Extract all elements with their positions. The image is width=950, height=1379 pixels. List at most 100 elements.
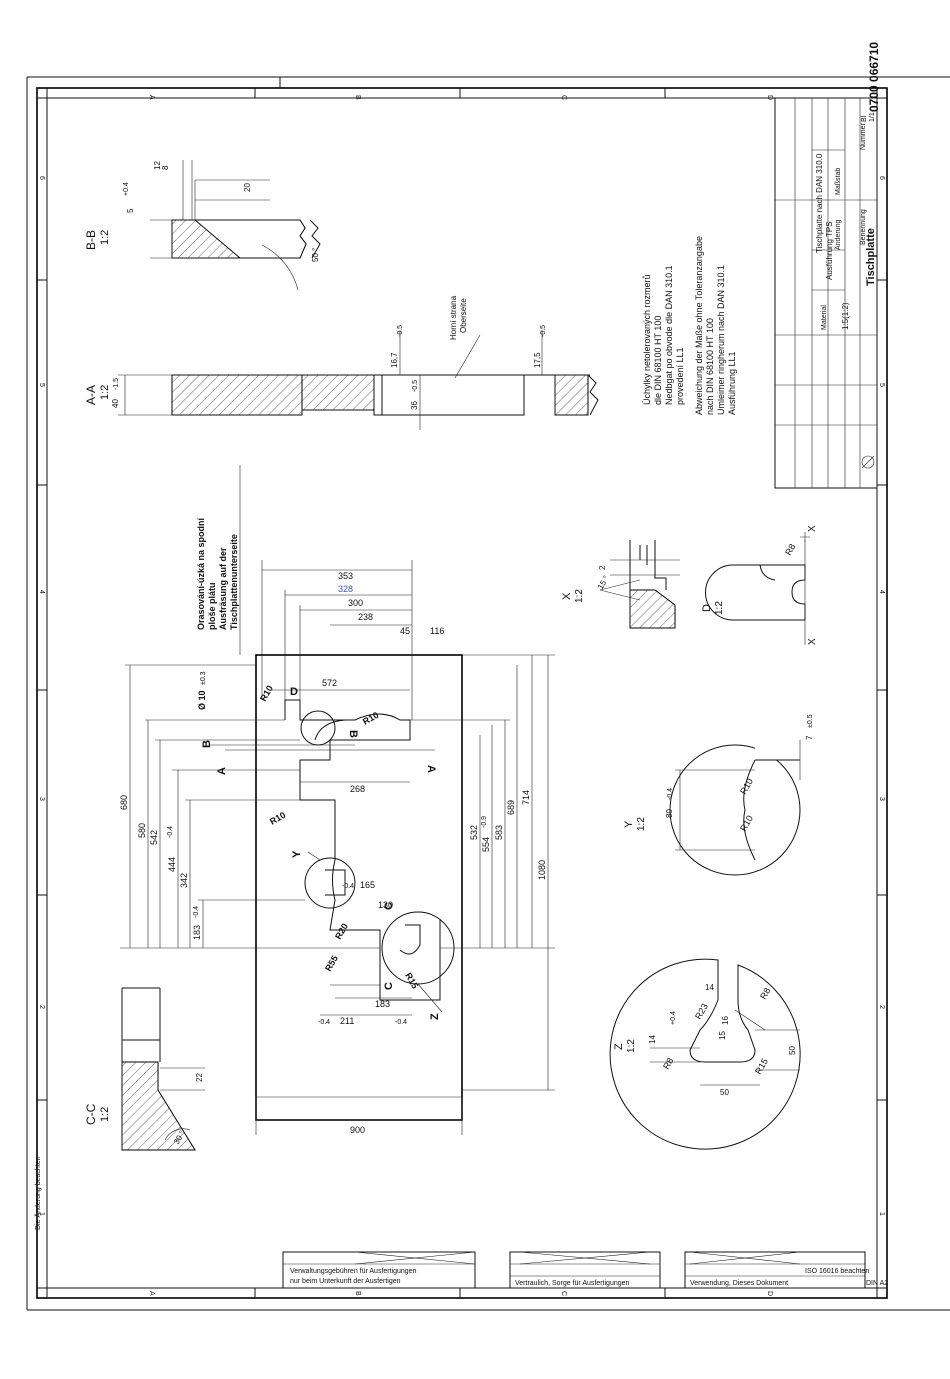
detail-z-r23: R23 [693,1002,710,1021]
dim-1080: 1080 [537,860,547,880]
section-aa-thickness: 40 [111,399,120,408]
section-aa-tol-a: -0.5 [397,325,404,337]
dim-714: 714 [521,790,531,805]
section-bb-dim-b: 8 [161,165,170,170]
part-execution: Ausführung TPS [825,221,834,280]
dim-183-bottom: 183 [375,999,390,1009]
detail-z-dim-14a: 14 [648,1035,657,1044]
milling-label-de-2: Tischplattenunterseite [229,534,239,630]
section-bb-tol: +0.4 [123,182,130,196]
note-cz-2: dle DIN 68100 HT 100 [653,316,663,405]
dim-300: 300 [348,598,363,608]
zone-letter-a: A [148,95,155,100]
detail-z-r8b: R8 [758,986,772,1001]
section-aa-tol-c: -0.5 [540,325,547,337]
detail-y: Y 1:2 80 -0.4 7 ±0.5 R10 R10 [623,714,815,876]
note-de-1: Abweichung der Maße ohne Toleranzangabe [694,236,704,415]
section-aa-tol-b: -0.5 [412,380,419,392]
radius-r15: R15 [403,971,420,990]
zone-number-4-right: 4 [878,590,885,594]
detail-marker-y: Y [291,850,303,858]
main-view: 353 328 300 238 45 116 572 680 580 542 4… [119,465,555,1135]
section-bb-title: B-B [84,230,98,250]
section-aa-dim-175: 17,5 [533,352,542,368]
number-label: Nummer [860,122,867,150]
scale-label: Maßstab [835,168,842,195]
tol-right: -0.9 [481,816,488,828]
name-label: Benennung [860,209,867,245]
dim-900: 900 [350,1125,365,1135]
section-aa: A-A 1:2 40 -1.5 16,7 -0.5 36 -0.5 17,5 -… [84,295,599,430]
milled-pocket [284,699,441,1001]
detail-d-marker-bottom: X [807,638,818,645]
sheet-number: 1/1 [869,112,876,122]
dim-211: 211 [340,1016,354,1026]
note-cz-1: Úchylky netolerovaných rozmerů [642,274,652,405]
footer-box2: Vertraulich, Sorge für Ausfertigungen [515,1280,630,1287]
dim-532: 532 [469,825,479,840]
zone-letter-d-bottom: D [766,1291,773,1296]
zone-letter-b: B [354,95,361,100]
footer-iso: ISO 16016 beachten [805,1268,869,1275]
zone-number-1: 1 [38,1212,45,1216]
detail-x-scale: 1:2 [574,589,585,603]
dim-116: 116 [430,626,444,636]
dim-680: 680 [119,795,129,810]
revision-note: Die Änderung beachten [34,1156,42,1230]
detail-marker-z: Z [429,1013,441,1020]
sheet-label: Bl [861,115,868,122]
zone-number-2-right: 2 [878,1005,885,1009]
footer-box1-line2: nur beim Unterkunft der Ausfertigen [290,1278,401,1285]
section-cc-scale: 1:2 [99,1107,111,1122]
index-label: Änderung [834,220,842,250]
section-bb-dim-a: 12 [153,161,162,170]
zone-letter-d: D [766,95,773,100]
part-description: Tischplatte nach DAN 310.0 [815,153,824,253]
top-side-de: Oberseite [459,298,468,333]
zone-number-6-right: 6 [878,176,885,180]
note-de-4: Ausführung LL1 [727,351,737,415]
detail-z-r15: R15 [753,1057,770,1076]
tol-left-b: -0.4 [193,906,200,918]
dim-353: 353 [338,571,353,581]
scale-value: 1:5(1:2) [841,302,850,330]
section-cc-dim: 22 [195,1073,204,1082]
dim-542: 542 [149,830,159,845]
detail-d-marker-top: X [807,525,818,532]
section-bb: B-B 1:2 12 8 20 5 +0.4 50 ° [84,160,321,291]
part-name: Tischplatte [865,228,877,286]
dim-583: 583 [494,825,504,840]
dim-444: 444 [167,857,177,872]
section-marker-a-left: A [216,767,228,775]
milling-label-cz-2: ploše plátu [207,582,217,630]
milling-label-de: Ausfräsung auf der [218,547,228,630]
zone-number-2: 2 [38,1005,45,1009]
tol-bottom-b: -0.4 [395,1019,407,1026]
zone-letter-b-bottom: B [354,1291,361,1296]
note-cz-3: Nedbgat po obvode dle DAN 310.1 [664,265,674,405]
note-cz-4: provedení LL1 [675,347,685,405]
detail-y-tol: -0.4 [667,788,674,800]
zone-numbers-right: 1 2 3 4 5 6 [878,176,885,1216]
note-de-3: Umleimer ringherum nach DAN 310.1 [716,265,726,415]
zone-number-5-right: 5 [878,383,885,387]
detail-z-dim-50a: 50 [720,1088,729,1097]
section-bb-dim-c: 20 [243,183,252,192]
footer-din: DIN A2 [866,1280,888,1287]
zone-numbers-left: 1 2 3 4 5 6 [38,176,45,1216]
detail-y-title: Y [623,820,635,828]
section-aa-dim-167: 16,7 [390,352,399,368]
section-aa-title: A-A [84,385,98,405]
dim-580: 580 [137,823,147,838]
detail-marker-d: D [290,686,298,698]
section-aa-thickness-tol: -1.5 [113,378,120,390]
section-bb-scale: 1:2 [99,230,111,245]
zone-letter-a-bottom: A [148,1291,155,1296]
dim-328: 328 [338,584,353,594]
section-marker-c-bottom: C [383,982,395,990]
section-bb-dim-d: 5 [126,208,135,213]
hole-tol: ±0.3 [200,671,207,685]
footer-box3: Verwendung, Dieses Dokument [690,1280,788,1287]
dim-689: 689 [506,800,516,815]
detail-d-radius: R8 [783,542,797,557]
